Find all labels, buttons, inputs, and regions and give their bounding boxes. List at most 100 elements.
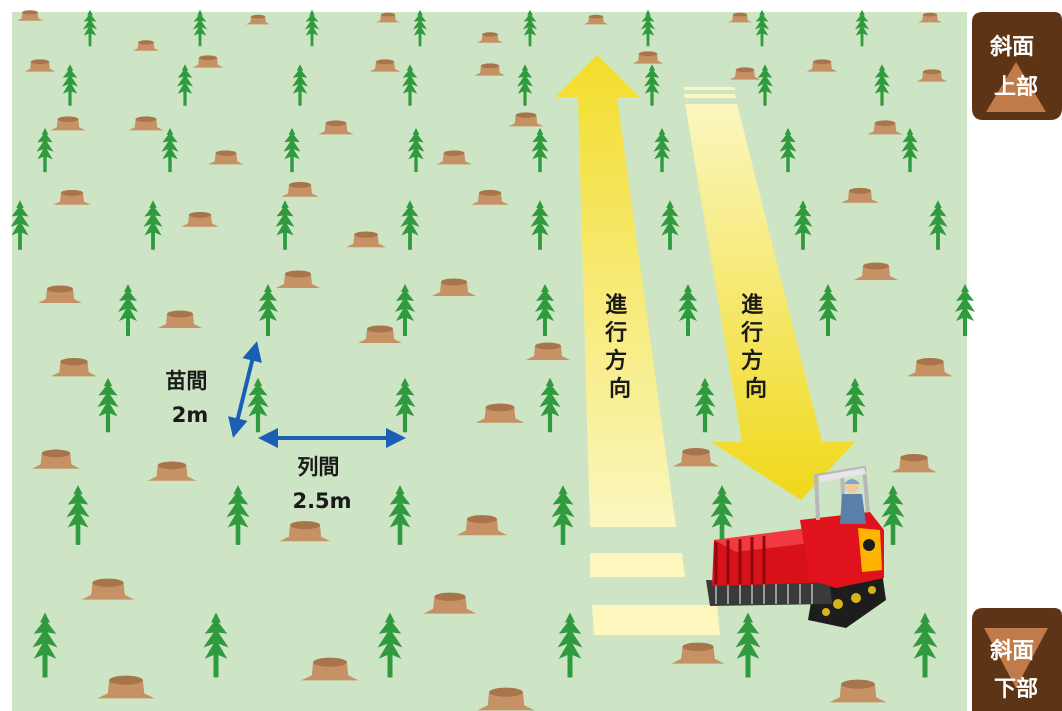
stump-icon <box>97 675 155 699</box>
stump-icon <box>81 578 135 600</box>
seedling-icon <box>10 200 30 250</box>
path-dash <box>683 87 735 90</box>
path-dash <box>592 605 720 635</box>
seedling-icon <box>855 9 869 47</box>
seedling-icon <box>292 64 308 106</box>
tracked-mower-icon <box>706 465 886 628</box>
stump-icon <box>38 285 82 303</box>
stump-icon <box>432 278 476 296</box>
seedling-icon <box>551 485 575 545</box>
seedling-icon <box>118 284 138 336</box>
seedlings-layer <box>10 9 975 678</box>
seedling-icon <box>66 485 90 545</box>
seedling-icon <box>400 200 420 250</box>
seedling-icon <box>377 612 403 678</box>
stump-icon <box>906 358 954 377</box>
seedling-icon <box>779 127 797 173</box>
seedling-icon <box>395 284 415 336</box>
triangle-down-icon <box>984 628 1048 688</box>
stump-icon <box>31 449 81 469</box>
seedling-spacing-label: 苗間 2m <box>165 369 214 427</box>
seedling-icon <box>660 200 680 250</box>
seedling-icon <box>523 9 537 47</box>
seedling-icon <box>653 127 671 173</box>
stump-icon <box>301 657 359 681</box>
seedling-icon <box>912 612 938 678</box>
seedling-icon <box>258 284 278 336</box>
stump-icon <box>867 120 903 135</box>
stump-icon <box>526 342 570 360</box>
direction-label-right: 進 行 方 向 <box>740 293 771 402</box>
slope-top-badge: 斜面 上部 <box>972 12 1062 120</box>
seedling-icon <box>641 9 655 47</box>
seedling-icon <box>402 64 418 106</box>
travel-arrow-left <box>555 55 676 527</box>
stump-icon <box>583 14 609 25</box>
stump-icon <box>346 231 386 248</box>
triangle-up-icon <box>986 62 1046 112</box>
travel-arrow-right <box>685 104 855 500</box>
seedling-icon <box>793 200 813 250</box>
stump-icon <box>375 12 401 23</box>
seedling-icon <box>694 377 716 433</box>
stump-icon <box>456 515 508 536</box>
stump-icon <box>423 592 477 614</box>
stump-icon <box>53 189 91 205</box>
stump-icon <box>917 12 943 23</box>
seedling-spacing-arrow <box>228 341 262 438</box>
seedling-icon <box>143 200 163 250</box>
stump-icon <box>672 448 720 467</box>
stump-icon <box>671 642 725 664</box>
stump-icon <box>508 112 544 127</box>
seedling-icon <box>226 485 250 545</box>
seedling-icon <box>413 9 427 47</box>
seedling-icon <box>203 612 229 678</box>
stump-icon <box>24 59 56 72</box>
stump-icon <box>632 51 664 64</box>
seedling-icon <box>678 284 698 336</box>
stump-icon <box>476 32 504 43</box>
seedling-icon <box>955 284 975 336</box>
seedling-icon <box>97 377 119 433</box>
seedling-icon <box>32 612 58 678</box>
stump-icon <box>50 116 86 131</box>
travel-path-right <box>683 87 855 500</box>
stump-icon <box>147 461 197 481</box>
seedling-icon <box>83 9 97 47</box>
stump-icon <box>369 59 401 72</box>
seedling-icon <box>407 127 425 173</box>
path-dash <box>590 553 685 577</box>
seedling-icon <box>644 64 660 106</box>
seedling-icon <box>928 200 948 250</box>
stump-icon <box>727 12 753 23</box>
stump-icon <box>475 403 525 423</box>
seedling-icon <box>874 64 890 106</box>
stump-icon <box>158 310 202 328</box>
stump-icon <box>128 116 164 131</box>
seedling-icon <box>62 64 78 106</box>
seedling-icon <box>177 64 193 106</box>
seedling-icon <box>283 127 301 173</box>
seedling-icon <box>193 9 207 47</box>
seedling-icon <box>818 284 838 336</box>
seedling-icon <box>844 377 866 433</box>
stump-icon <box>245 14 271 25</box>
path-dash <box>684 94 736 98</box>
seedling-icon <box>757 64 773 106</box>
seedling-icon <box>517 64 533 106</box>
stump-icon <box>276 270 320 288</box>
stump-icon <box>181 211 219 227</box>
stump-icon <box>841 187 879 203</box>
seedling-icon <box>881 485 905 545</box>
seedling-icon <box>161 127 179 173</box>
stump-icon <box>916 69 948 82</box>
stump-icon <box>318 120 354 135</box>
seedling-icon <box>305 9 319 47</box>
stump-icon <box>474 63 506 76</box>
seedling-icon <box>755 9 769 47</box>
stumps-layer <box>16 10 954 711</box>
stump-icon <box>729 67 761 80</box>
seedling-icon <box>535 284 555 336</box>
stump-icon <box>471 189 509 205</box>
